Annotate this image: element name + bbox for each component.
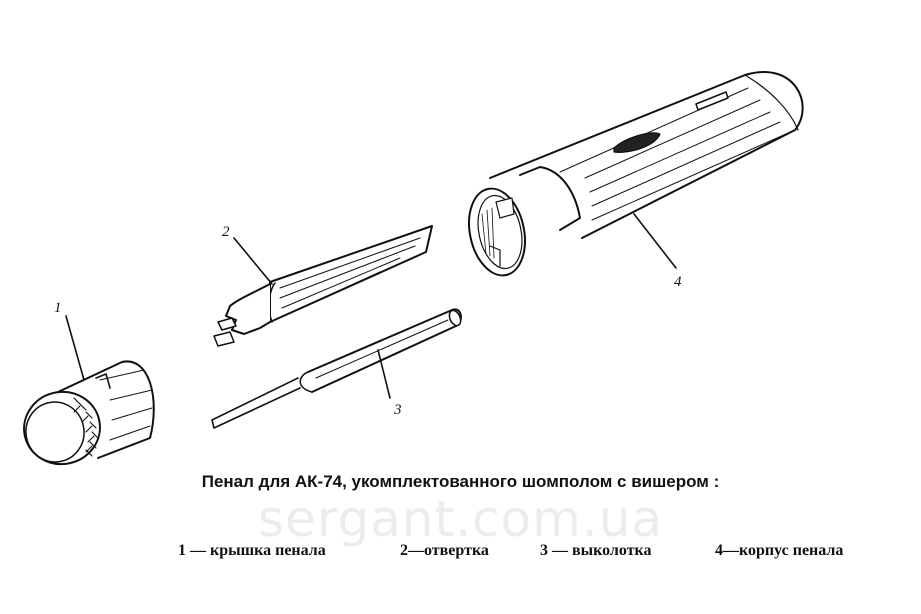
figure-caption: Пенал для АК-74, укомплектованного шомпо… [201, 472, 720, 491]
case-cap [23, 360, 155, 466]
legend-item-punch: 3 — выколотка [540, 542, 652, 559]
leader-line-3 [377, 349, 391, 399]
leader-line-2 [233, 237, 273, 285]
part-number-1: 1 [54, 300, 62, 316]
leader-lines [65, 213, 677, 399]
leader-line-1 [65, 315, 85, 381]
part-number-3: 3 [393, 402, 402, 418]
watermark-text: sergant.com.ua [257, 490, 664, 548]
legend-item-cap: 1 — крышка пенала [178, 542, 326, 559]
legend-item-screwdriver: 2—отвертка [400, 542, 489, 559]
part-number-2: 2 [222, 224, 230, 240]
part-number-4: 4 [674, 274, 682, 290]
drift-punch [211, 308, 462, 429]
legend-item-case: 4—корпус пенала [715, 542, 844, 559]
case-body [468, 71, 804, 277]
screwdriver [213, 225, 433, 347]
parts-legend: 1 — крышка пенала 2—отвертка 3 — выколотка… [178, 542, 843, 560]
leader-line-4 [633, 213, 677, 269]
